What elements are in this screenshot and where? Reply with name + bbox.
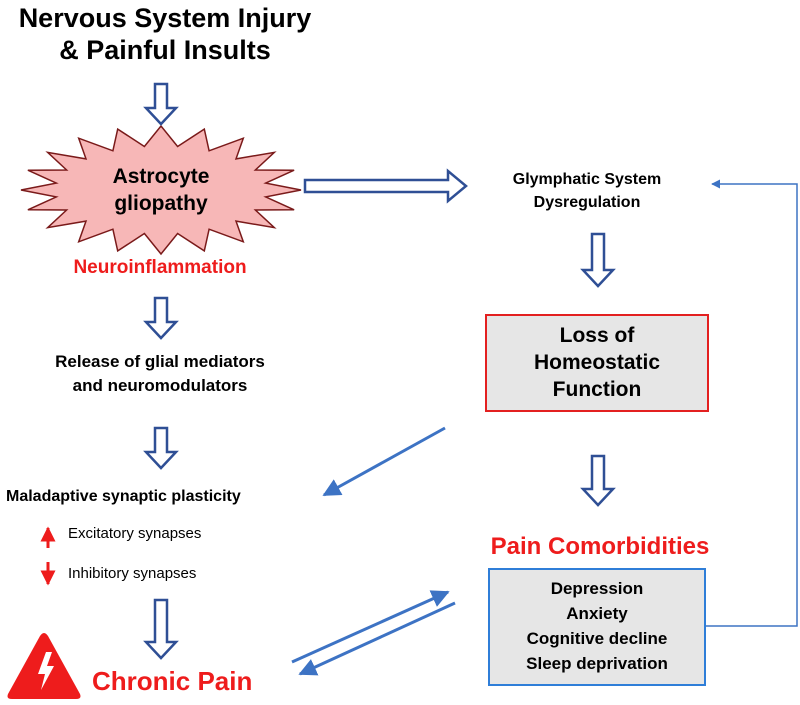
excitatory-synapses-label: Excitatory synapses [68, 525, 202, 542]
homeostatic-line-3: Function [552, 378, 642, 401]
comorbidity-item: Anxiety [566, 604, 628, 623]
down-arrow-title-to-astrocyte [143, 82, 179, 126]
glymphatic-line-1: Glymphatic System [512, 171, 662, 188]
astrocyte-line-1: Astrocyte [112, 165, 210, 188]
down-arrow-release-to-plasticity [143, 426, 179, 470]
down-arrow-astrocyte-to-release [143, 296, 179, 340]
down-arrow-glymphatic-to-homeostatic [580, 232, 616, 288]
comorbidity-item: Cognitive decline [526, 629, 668, 648]
homeostatic-line-2: Homeostatic [533, 351, 661, 374]
glymphatic-label: Glymphatic System Dysregulation [472, 168, 702, 214]
glymphatic-line-2: Dysregulation [533, 194, 641, 211]
astrocyte-line-2: gliopathy [114, 192, 208, 215]
homeostatic-line-1: Loss of [559, 324, 635, 347]
comorbidities-title: Pain Comorbidities [490, 533, 710, 560]
glial-release-line-2: and neuromodulators [72, 376, 248, 395]
comorbidities-list: Depression Anxiety Cognitive decline Sle… [488, 576, 706, 676]
homeostatic-label: Loss of Homeostatic Function [485, 322, 709, 403]
comorbidities-box [488, 568, 706, 686]
right-arrow-astrocyte-to-glymphatic [303, 168, 468, 204]
comorbidity-item: Depression [550, 579, 644, 598]
astrocyte-label: Astrocyte gliopathy [86, 163, 236, 217]
comorbidity-item: Sleep deprivation [526, 654, 668, 673]
arrow-comorbidities-to-chronic-pain [298, 601, 456, 676]
astrocyte-starburst [20, 124, 302, 256]
neuroinflammation-label: Neuroinflammation [73, 257, 247, 278]
title-line-1: Nervous System Injury [18, 3, 312, 33]
down-arrow-homeostatic-to-comorbidities [580, 454, 616, 507]
glial-release-label: Release of glial mediators and neuromodu… [10, 350, 310, 398]
plasticity-title: Maladaptive synaptic plasticity [6, 488, 241, 505]
homeostatic-box [485, 314, 709, 412]
arrow-chronic-pain-to-comorbidities [291, 590, 450, 664]
inhibitory-synapses-label: Inhibitory synapses [68, 565, 197, 582]
arrow-homeostatic-to-plasticity [322, 426, 446, 497]
diagram-title: Nervous System Injury & Painful Insults [0, 2, 330, 66]
glial-release-line-1: Release of glial mediators [55, 352, 265, 371]
warning-lightning-icon [7, 633, 81, 699]
down-arrow-plasticity-to-chronic-pain [143, 598, 179, 660]
title-line-2: & Painful Insults [59, 35, 271, 65]
chronic-pain-label: Chronic Pain [92, 666, 253, 696]
feedback-loop-comorbidities-to-glymphatic [706, 179, 798, 627]
